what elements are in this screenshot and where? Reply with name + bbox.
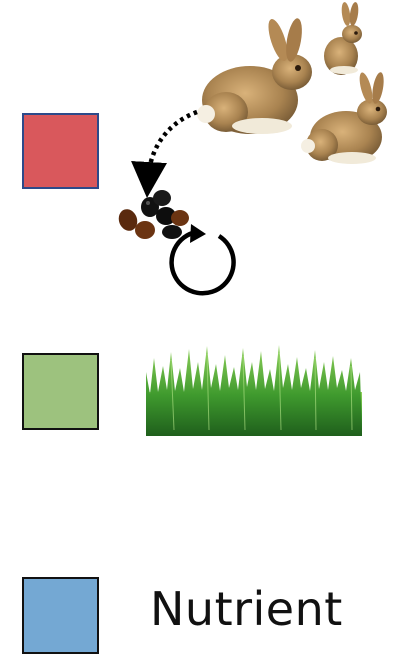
rabbit-icon — [323, 0, 363, 76]
rabbit-icon — [197, 17, 312, 134]
rabbit-icon — [301, 71, 387, 164]
droppings-icon — [116, 190, 189, 239]
dotted-arrow-icon — [148, 112, 197, 180]
grass-icon — [146, 345, 362, 436]
